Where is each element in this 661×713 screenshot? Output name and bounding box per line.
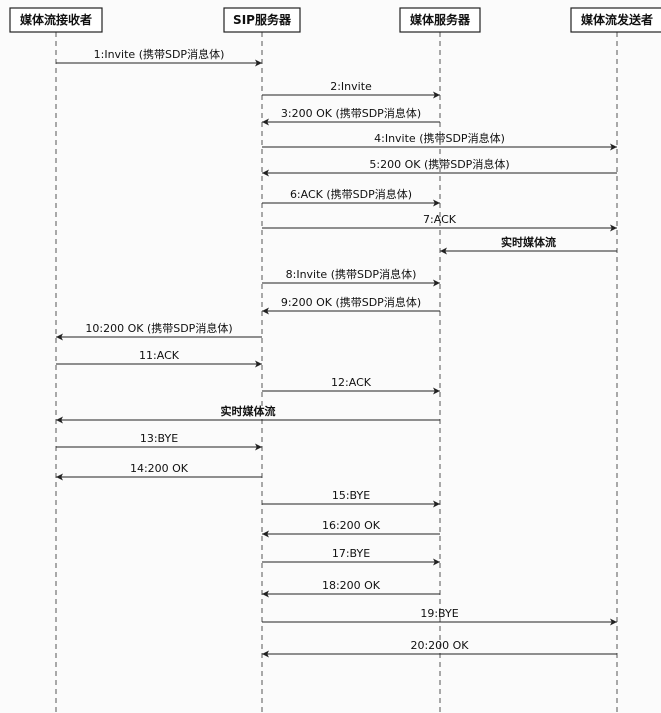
actor-box xyxy=(223,7,301,33)
message-label: 7:ACK xyxy=(423,213,457,226)
message-label: 10:200 OK (携带SDP消息体) xyxy=(85,321,232,335)
actor-media: 媒体服务器 xyxy=(399,7,481,33)
media-stream-arrow: 实时媒体流 xyxy=(56,404,440,424)
message-arrow: 10:200 OK (携带SDP消息体) xyxy=(56,321,262,341)
message-label: 8:Invite (携带SDP消息体) xyxy=(286,267,417,281)
message-arrow: 9:200 OK (携带SDP消息体) xyxy=(262,295,440,315)
message-arrow: 11:ACK xyxy=(56,349,262,368)
message-arrow: 20:200 OK xyxy=(262,639,617,658)
message-label: 20:200 OK xyxy=(410,639,469,652)
message-arrow: 8:Invite (携带SDP消息体) xyxy=(262,267,440,287)
actor-receiver: 媒体流接收者 xyxy=(9,7,103,33)
actor-box xyxy=(9,7,103,33)
message-label: 6:ACK (携带SDP消息体) xyxy=(290,187,412,201)
actor-label: 媒体流发送者 xyxy=(581,12,653,27)
message-label: 16:200 OK xyxy=(322,519,381,532)
message-label: 18:200 OK xyxy=(322,579,381,592)
message-label: 9:200 OK (携带SDP消息体) xyxy=(281,295,421,309)
actor-label: 媒体流接收者 xyxy=(20,12,92,27)
message-label: 13:BYE xyxy=(140,432,178,445)
message-label: 2:Invite xyxy=(330,80,372,93)
message-arrow: 3:200 OK (携带SDP消息体) xyxy=(262,106,440,126)
message-label: 1:Invite (携带SDP消息体) xyxy=(94,47,225,61)
message-label: 19:BYE xyxy=(420,607,458,620)
actors: 媒体流接收者 SIP服务器 媒体服务器 媒体流发送者 xyxy=(9,7,661,33)
message-label: 4:Invite (携带SDP消息体) xyxy=(374,131,505,145)
message-label: 15:BYE xyxy=(332,489,370,502)
message-label: 实时媒体流 xyxy=(221,404,276,418)
message-label: 实时媒体流 xyxy=(501,235,556,249)
message-arrow: 4:Invite (携带SDP消息体) xyxy=(262,131,617,151)
message-arrow: 19:BYE xyxy=(262,607,617,626)
message-arrow: 14:200 OK xyxy=(56,462,262,481)
message-arrow: 5:200 OK (携带SDP消息体) xyxy=(262,157,617,177)
message-arrow: 2:Invite xyxy=(262,80,440,99)
message-arrow: 6:ACK (携带SDP消息体) xyxy=(262,187,440,207)
media-stream-arrow: 实时媒体流 xyxy=(440,235,617,255)
message-label: 17:BYE xyxy=(332,547,370,560)
actor-box xyxy=(399,7,481,33)
message-arrow: 17:BYE xyxy=(262,547,440,566)
message-arrow: 12:ACK xyxy=(262,376,440,395)
message-arrow: 7:ACK xyxy=(262,213,617,232)
message-arrow: 18:200 OK xyxy=(262,579,440,598)
message-arrow: 1:Invite (携带SDP消息体) xyxy=(56,47,262,67)
actor-sender: 媒体流发送者 xyxy=(570,7,661,33)
messages: 1:Invite (携带SDP消息体) 2:Invite 3:200 OK (携带S… xyxy=(56,47,617,658)
actor-label: 媒体服务器 xyxy=(410,12,471,27)
lifelines xyxy=(55,32,618,713)
message-arrow: 15:BYE xyxy=(262,489,440,508)
message-label: 11:ACK xyxy=(139,349,180,362)
actor-box xyxy=(570,7,661,33)
message-label: 12:ACK xyxy=(331,376,372,389)
message-label: 5:200 OK (携带SDP消息体) xyxy=(369,157,509,171)
actor-label: SIP服务器 xyxy=(233,12,292,27)
message-label: 14:200 OK xyxy=(130,462,189,475)
message-arrow: 16:200 OK xyxy=(262,519,440,538)
actor-sip: SIP服务器 xyxy=(223,7,301,33)
message-arrow: 13:BYE xyxy=(56,432,262,451)
message-label: 3:200 OK (携带SDP消息体) xyxy=(281,106,421,120)
